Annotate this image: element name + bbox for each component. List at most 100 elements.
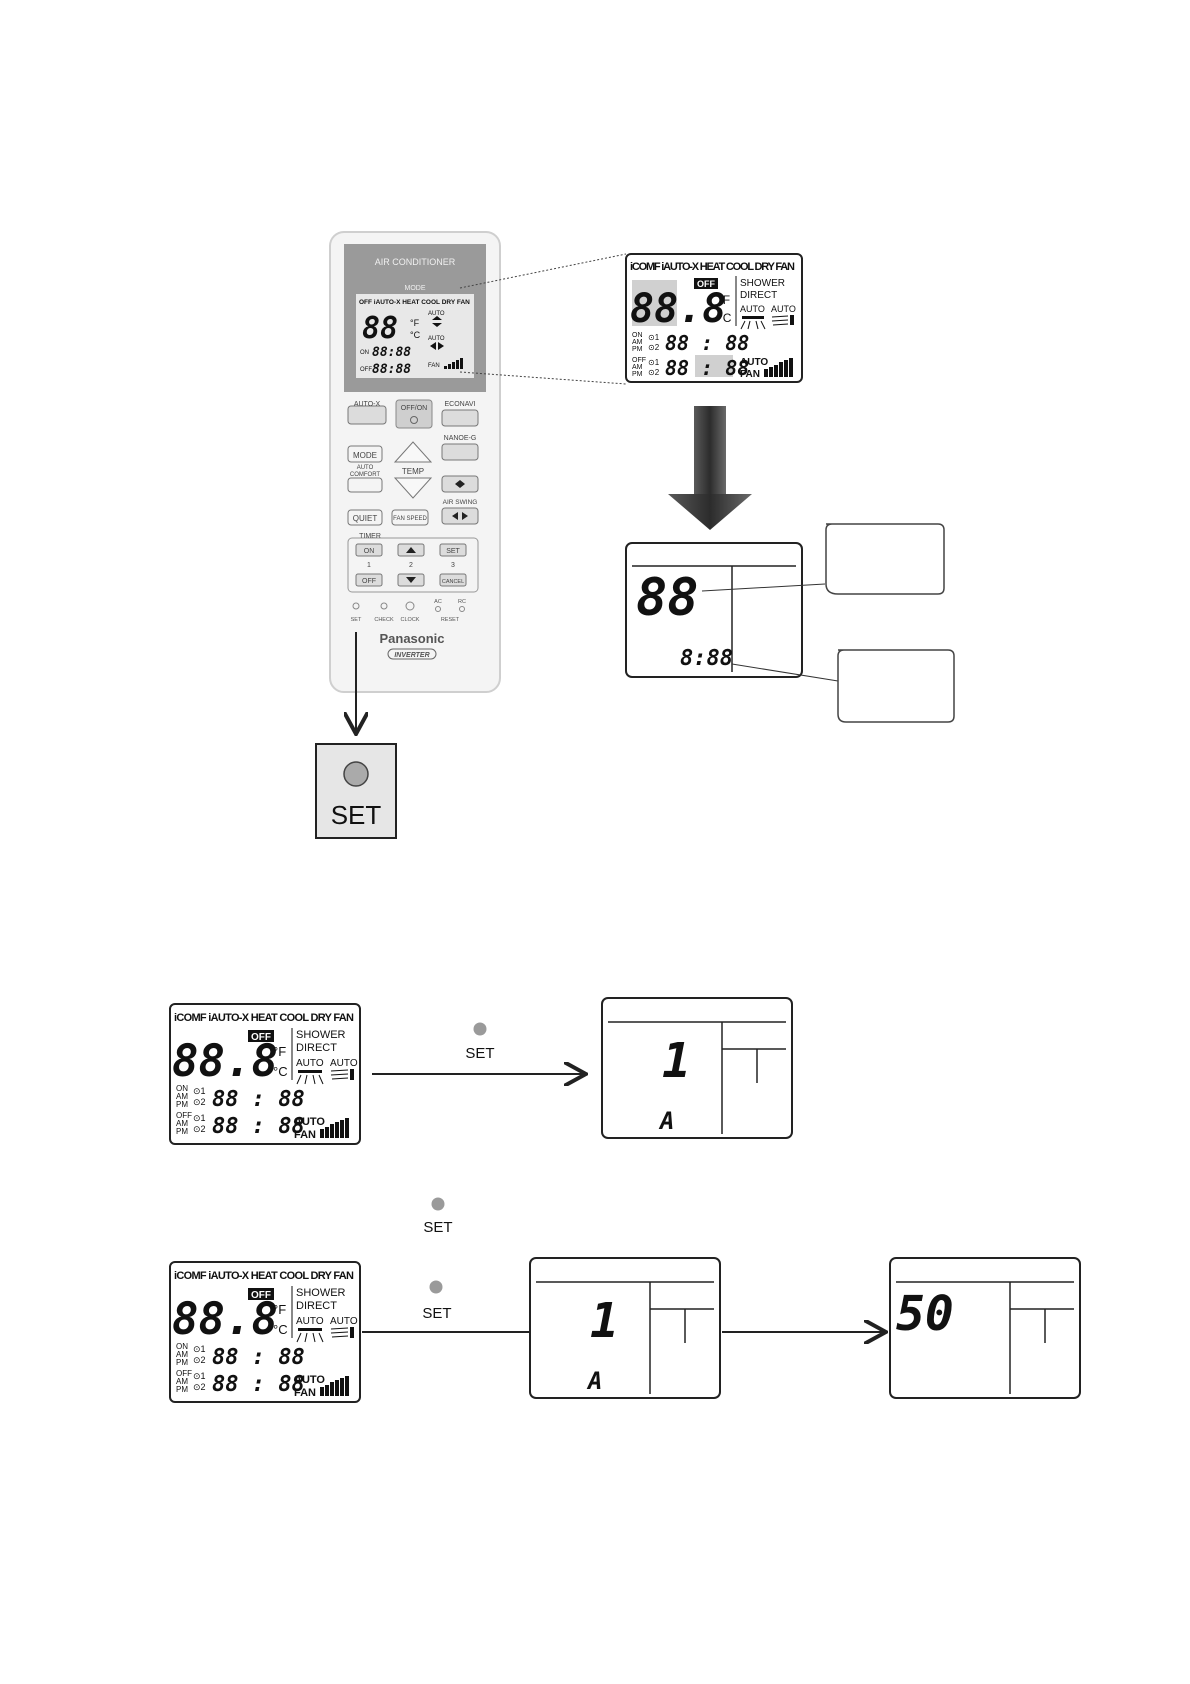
big-down-arrow — [668, 406, 752, 530]
step2-lcd-unit-c: °C — [273, 1322, 288, 1337]
step1-full-lcd: iCOMF iAUTO-X HEAT COOL DRY FAN 88.8 OFF… — [169, 1003, 361, 1145]
step2-lcd-am-2: AM — [176, 1377, 188, 1386]
step2-result-big: 50 — [896, 1286, 954, 1342]
step2-middle-display: 1 A — [529, 1257, 721, 1399]
econavi-button[interactable] — [441, 409, 479, 427]
remote-control: AIR CONDITIONER MODE OFF iAUTO-X HEAT CO… — [329, 231, 501, 693]
step1-fan-bars-icon — [320, 1118, 349, 1138]
step1-lcd-unit-f: °F — [273, 1044, 286, 1059]
full-lcd-temp-highlight — [632, 280, 677, 326]
set-button-circle[interactable] — [343, 761, 369, 787]
step1-lcd-auto-fan-2: FAN — [294, 1129, 316, 1141]
ac-hole-button[interactable] — [435, 606, 441, 612]
full-lcd-timer-1b: ⊙1 — [648, 358, 660, 367]
full-lcd-temp: 88.8 — [630, 286, 726, 332]
step2-lcd-timer-2a: ⊙2 — [193, 1355, 206, 1365]
rc-hole-button[interactable] — [459, 606, 465, 612]
step2-lcd-timer-1b: ⊙1 — [193, 1371, 206, 1381]
small-set-label: SET — [351, 617, 362, 623]
timer-3-label: 3 — [451, 562, 455, 569]
step1-lcd-pm-1: PM — [176, 1100, 188, 1109]
full-lcd-auto-fan-2: FAN — [740, 369, 760, 380]
step2-lcd-unit-f: °F — [273, 1302, 286, 1317]
timer-off-button[interactable] — [355, 573, 383, 587]
step1-set-label: SET — [465, 1045, 494, 1062]
full-lcd-pm-1: PM — [632, 346, 643, 353]
power-icon — [410, 416, 418, 424]
timer-up-icon — [406, 547, 416, 553]
step1-lcd-unit-c: °C — [273, 1064, 288, 1079]
step1-lcd-direct: DIRECT — [296, 1042, 337, 1054]
callout-box-upper — [825, 523, 945, 595]
econavi-label: ECONAVI — [445, 401, 476, 408]
swing-horizontal-button[interactable] — [441, 507, 479, 525]
step1-lcd-timer-1b: ⊙1 — [193, 1113, 206, 1123]
step1-lcd-auto-b: AUTO — [330, 1058, 358, 1069]
step2-set-button-bottom-icon[interactable] — [429, 1280, 443, 1294]
check-hole-button[interactable] — [380, 602, 388, 610]
swing-right-icon — [438, 342, 444, 350]
timer-on-label: ON — [364, 548, 375, 555]
step2-set-button-top-icon[interactable] — [431, 1197, 445, 1211]
timer-group — [347, 537, 479, 593]
remote-mode-label: MODE — [405, 285, 426, 292]
step2-set-label-top: SET — [423, 1219, 452, 1236]
temp-up-button[interactable] — [393, 441, 433, 463]
quiet-button[interactable] — [347, 509, 383, 526]
mode-button[interactable] — [347, 445, 383, 463]
auto-comfort-label-1: AUTO — [357, 465, 374, 471]
timer-2-label: 2 — [409, 562, 413, 569]
swing-left-button-icon — [452, 512, 458, 520]
timer-set-button[interactable] — [439, 543, 467, 557]
timer-cancel-button[interactable] — [439, 573, 467, 587]
off-on-label: OFF/ON — [401, 405, 427, 412]
fan-speed-button[interactable] — [391, 509, 429, 526]
timer-on-button[interactable] — [355, 543, 383, 557]
step2-lcd-auto-fan-1: AUTO — [294, 1374, 325, 1386]
timer-set-label: SET — [446, 548, 460, 555]
clock-hole-button[interactable] — [405, 601, 415, 611]
step1-result-display: 1 A — [601, 997, 793, 1139]
set-hole-button[interactable] — [352, 602, 360, 610]
temp-label: TEMP — [402, 467, 424, 476]
swing-vertical-icon — [455, 480, 465, 488]
temp-down-button[interactable] — [393, 477, 433, 499]
remote-lcd-off: OFF — [360, 367, 372, 373]
step2-lcd-am-1: AM — [176, 1350, 188, 1359]
step2-lcd-direct: DIRECT — [296, 1300, 337, 1312]
step2-lcd-auto-b: AUTO — [330, 1316, 358, 1327]
off-on-button[interactable] — [395, 399, 433, 429]
step2-lcd-clock-off: 88 : 88 — [212, 1372, 305, 1397]
nanoe-button[interactable] — [441, 443, 479, 461]
timer-down-icon — [406, 577, 416, 583]
step1-lcd-pm-2: PM — [176, 1127, 188, 1136]
step2-lcd-shower: SHOWER — [296, 1287, 346, 1299]
setting-display: 88 8:88 — [625, 542, 839, 682]
auto-comfort-button[interactable] — [347, 477, 383, 493]
callout-line-1 — [701, 583, 826, 592]
step2-lcd-off: OFF — [176, 1369, 192, 1378]
full-lcd-clock-highlight — [695, 355, 733, 377]
step1-set-button-icon[interactable] — [473, 1022, 487, 1036]
step2-lcd-auto-a: AUTO — [296, 1316, 324, 1327]
timer-cancel-label: CANCEL — [442, 579, 464, 585]
full-lcd-shower: SHOWER — [740, 278, 785, 289]
step1-lcd-on: ON — [176, 1084, 188, 1093]
full-lcd-zoom: iCOMF iAUTO-X HEAT COOL DRY FAN 88.8 OFF… — [625, 253, 803, 383]
step2-lcd-off-tag-label: OFF — [251, 1290, 271, 1301]
full-lcd-off-tag — [694, 278, 718, 289]
full-lcd-timer-2b: ⊙2 — [648, 368, 660, 377]
full-lcd-modes: iCOMF iAUTO-X HEAT COOL DRY FAN — [630, 261, 795, 273]
setting-display-small: 8:88 — [680, 646, 733, 671]
step1-lcd-shower: SHOWER — [296, 1029, 346, 1041]
callout-box-lower — [837, 649, 955, 723]
step1-lcd-auto-fan-1: AUTO — [294, 1116, 325, 1128]
remote-lcd-auto2: AUTO — [428, 336, 445, 342]
full-lcd-on: ON — [632, 332, 643, 339]
step2-fan-bars-icon — [320, 1376, 349, 1396]
step1-lcd-am-1: AM — [176, 1092, 188, 1101]
remote-lcd-on: ON — [360, 350, 369, 356]
step2-lcd-off-tag — [248, 1288, 274, 1300]
step2-lcd-pm-2: PM — [176, 1385, 188, 1394]
auto-x-button[interactable] — [347, 405, 387, 425]
